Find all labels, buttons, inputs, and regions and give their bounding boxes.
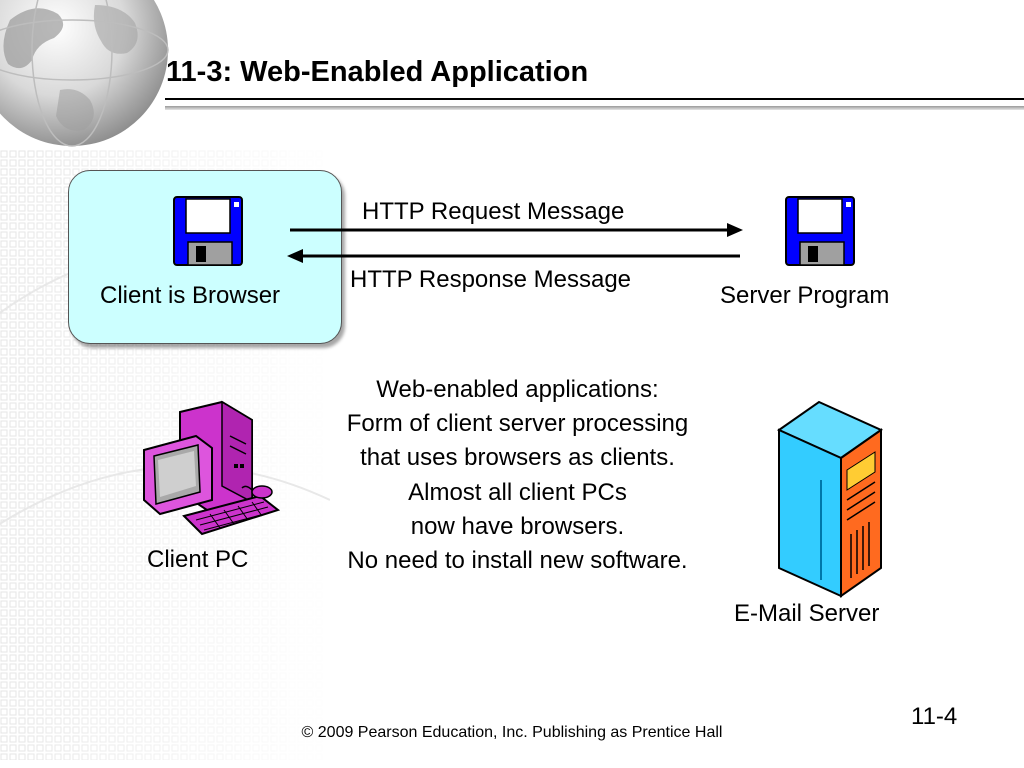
response-arrow bbox=[287, 249, 740, 263]
server-program-label: Server Program bbox=[720, 282, 890, 309]
globe-icon bbox=[0, 0, 169, 147]
description-line: Form of client server processing bbox=[346, 410, 689, 438]
client-browser-label: Client is Browser bbox=[100, 282, 281, 309]
description-line: Web-enabled applications: bbox=[376, 376, 659, 403]
title-underline bbox=[165, 98, 1024, 100]
floppy-disk-icon bbox=[785, 196, 855, 266]
request-arrow bbox=[290, 223, 743, 237]
description-line: that uses browsers as clients. bbox=[360, 444, 675, 472]
client-pc-label: Client PC bbox=[147, 546, 249, 573]
http-response-label: HTTP Response Message bbox=[350, 266, 632, 293]
description-line: Almost all client PCs bbox=[408, 478, 627, 506]
copyright-footer: © 2009 Pearson Education, Inc. Publishin… bbox=[301, 724, 723, 741]
email-server-label: E-Mail Server bbox=[734, 600, 880, 627]
description-text: Web-enabled applications: Form of client… bbox=[290, 373, 745, 578]
desktop-computer-icon bbox=[143, 400, 280, 536]
description-line: now have browsers. bbox=[410, 512, 625, 540]
http-request-label: HTTP Request Message bbox=[362, 198, 625, 225]
slide-title: 11-3: Web-Enabled Application bbox=[166, 56, 589, 88]
floppy-disk-icon bbox=[173, 196, 243, 266]
server-tower-icon bbox=[776, 400, 884, 598]
description-line: No need to install new software. bbox=[347, 547, 688, 575]
slide-number: 11-4 bbox=[911, 703, 958, 730]
title-divider-bar bbox=[165, 106, 1024, 110]
http-arrows bbox=[287, 223, 743, 263]
